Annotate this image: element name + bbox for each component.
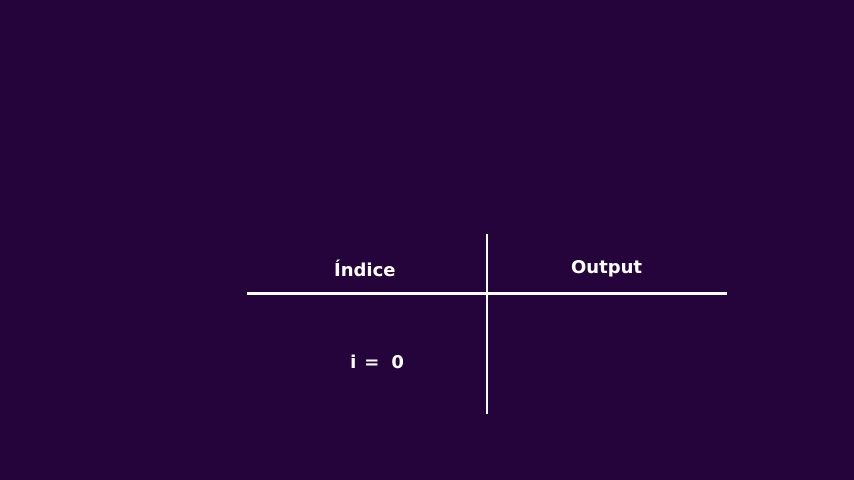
index-variable: i — [350, 352, 357, 373]
table-row: i = 0 — [325, 336, 404, 390]
equals-sign: = — [364, 352, 380, 373]
table-column-divider — [486, 234, 488, 414]
index-value: 0 — [391, 352, 404, 373]
output-column-header: Output — [571, 257, 643, 278]
index-column-header: Índice — [334, 260, 396, 281]
